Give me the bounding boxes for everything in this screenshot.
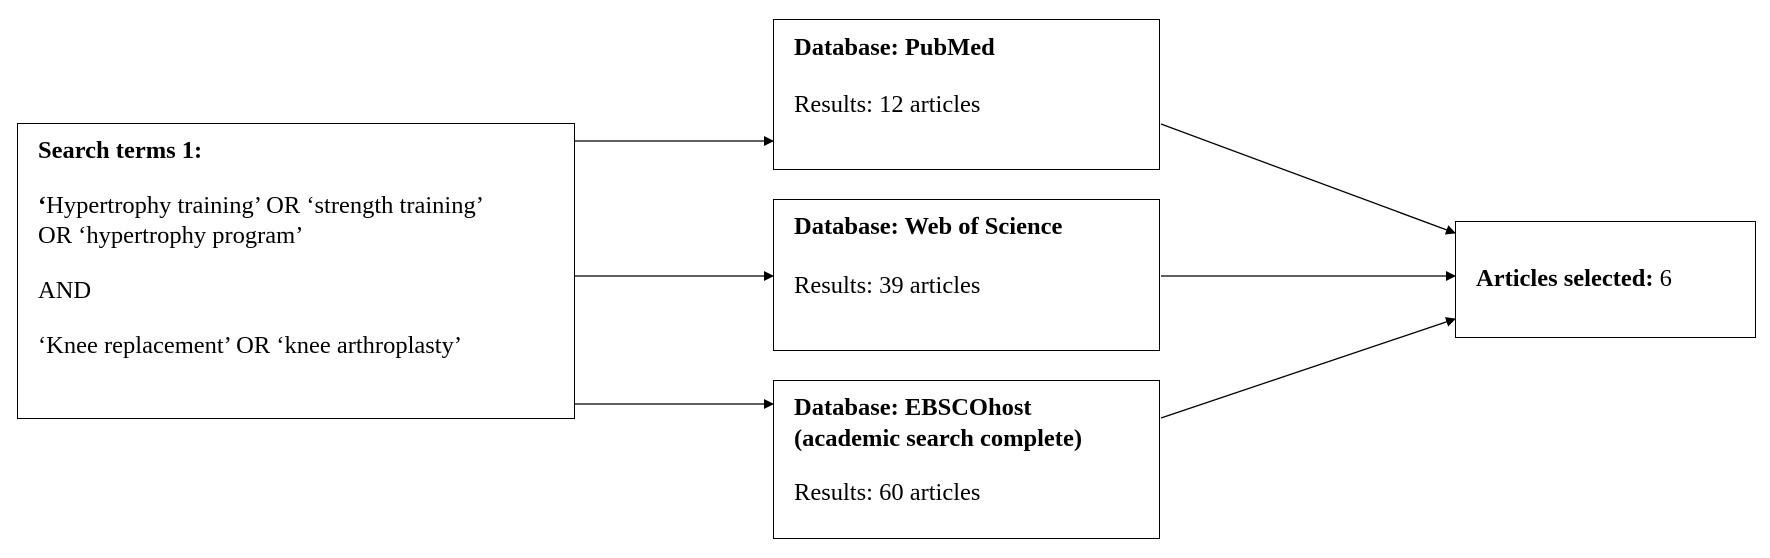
arrow-ebsco-to-selected <box>1160 317 1456 419</box>
articles-selected-box: Articles selected: 6 <box>1455 221 1756 338</box>
database-results: Results: 39 articles <box>794 271 981 299</box>
search-terms-group-b: ‘Knee replacement’ OR ‘knee arthroplasty… <box>38 331 463 359</box>
open-quote: ‘ <box>38 191 47 219</box>
database-title: Database: Web of Science <box>794 213 1063 240</box>
database-title-line2: (academic search complete) <box>794 424 1082 452</box>
articles-selected-value: 6 <box>1659 265 1672 293</box>
arrow-pubmed-to-selected <box>1160 123 1456 235</box>
database-box-ebscohost: Database: EBSCOhost (academic search com… <box>773 380 1160 539</box>
search-terms-heading: Search terms 1: <box>38 137 203 164</box>
database-box-web-of-science: Database: Web of Science Results: 39 art… <box>773 199 1160 351</box>
database-box-pubmed: Database: PubMed Results: 12 articles <box>773 19 1160 170</box>
database-results: Results: 12 articles <box>794 90 981 118</box>
database-title: Database: PubMed <box>794 34 995 61</box>
search-terms-box: Search terms 1: ‘Hypertrophy training’ O… <box>17 123 575 419</box>
search-terms-a-text: Hypertrophy training’ OR ‘strength train… <box>38 191 483 250</box>
articles-selected-label: Articles selected: <box>1476 265 1654 293</box>
articles-selected-text: Articles selected: 6 <box>1476 264 1672 295</box>
search-operator: AND <box>38 276 92 304</box>
database-results: Results: 60 articles <box>794 479 981 507</box>
search-terms-group-a: ‘Hypertrophy training’ OR ‘strength trai… <box>38 191 518 252</box>
database-title-line1: Database: EBSCOhost <box>794 394 1032 421</box>
